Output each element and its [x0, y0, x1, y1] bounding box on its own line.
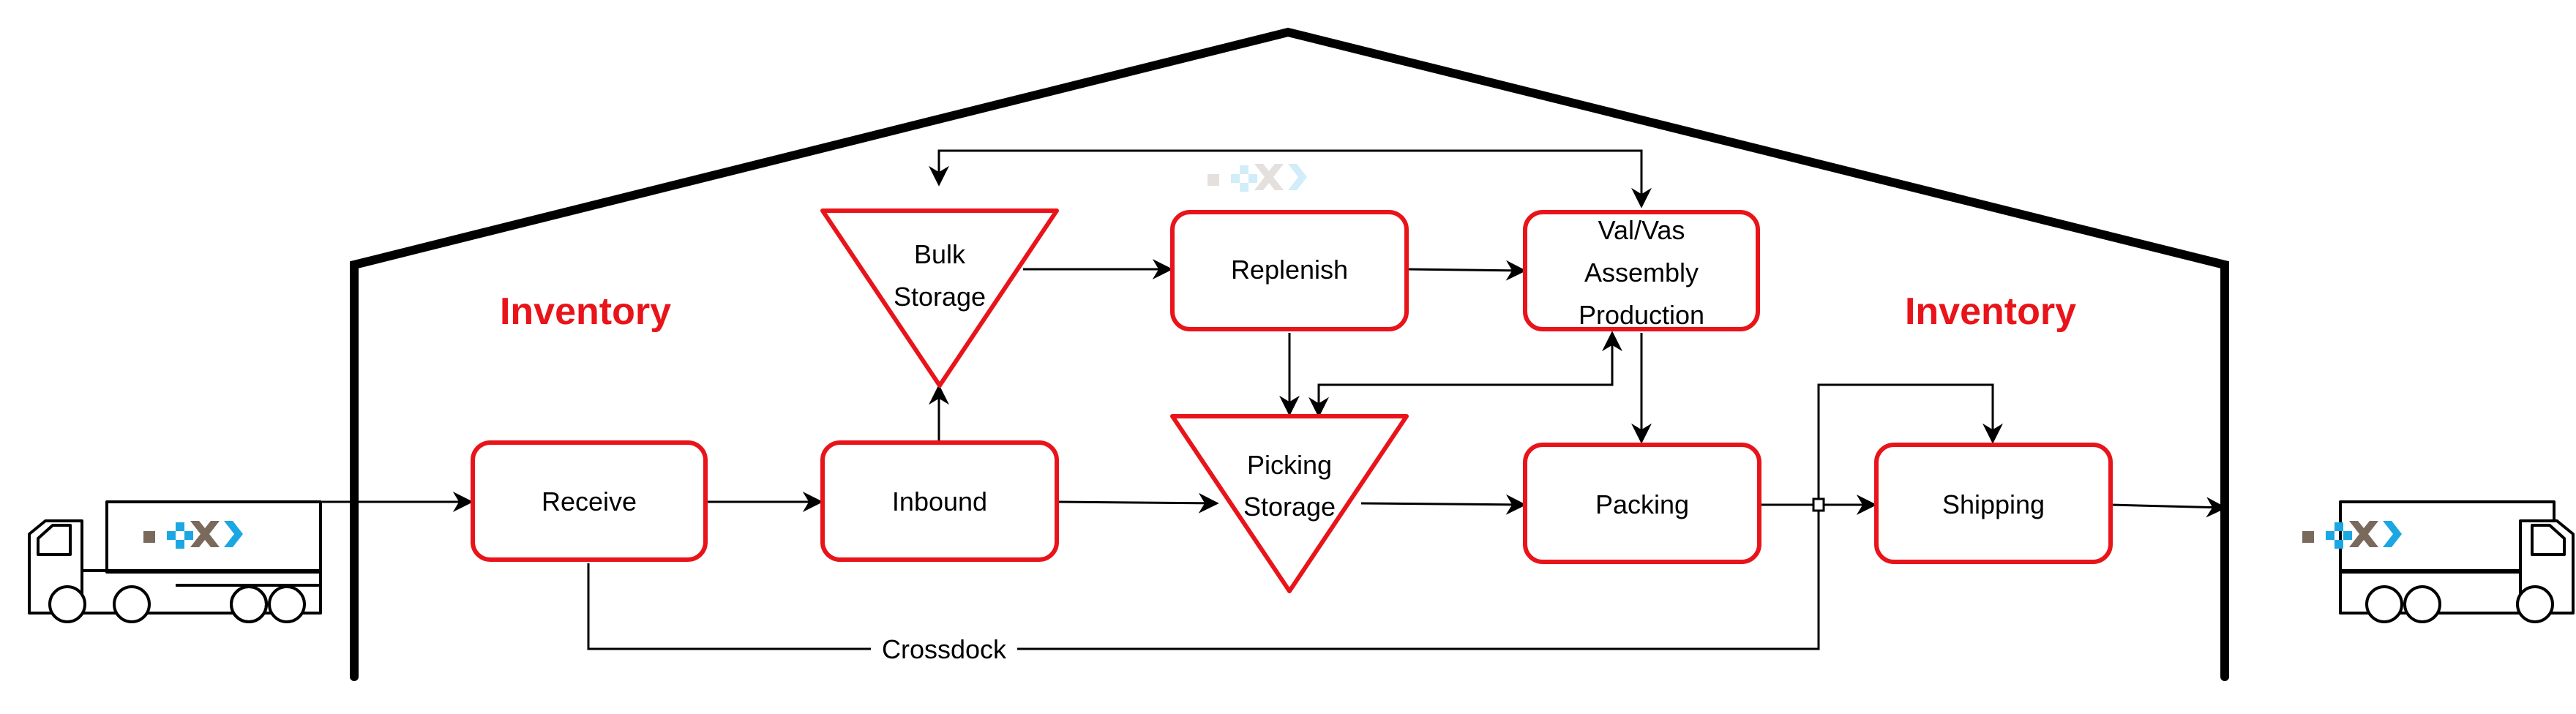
arrow-replenish-valvas	[1406, 260, 1527, 281]
arrow-inbound-picking	[1056, 492, 1219, 514]
node-bulk-storage: Bulk Storage	[820, 208, 1059, 388]
arrow-picking-valvas	[1317, 331, 1622, 414]
node-packing-label: Packing	[1595, 489, 1689, 519]
truck-icon	[2339, 500, 2575, 623]
arrow-crossdock	[587, 383, 1993, 650]
logo-icon	[1208, 164, 1307, 192]
arrow-shipping-truck	[2110, 497, 2227, 518]
node-replenish: Replenish	[1170, 210, 1409, 331]
node-shipping: Shipping	[1874, 443, 2113, 564]
node-inbound-label: Inbound	[892, 486, 987, 516]
node-valvas: Val/Vas Assembly Production	[1523, 210, 1760, 331]
arrow-picking-packing	[1360, 494, 1527, 515]
truck-icon	[28, 500, 322, 623]
node-bulk-storage-line1: Bulk	[914, 239, 966, 269]
arrow-bulk-valvas-top	[937, 149, 1652, 208]
node-picking-storage-line1: Picking	[1247, 450, 1332, 480]
node-shipping-label: Shipping	[1942, 489, 2045, 519]
node-replenish-label: Replenish	[1231, 255, 1348, 285]
warehouse-outline	[350, 27, 2229, 681]
node-packing: Packing	[1523, 443, 1761, 564]
inventory-label-left: Inventory	[500, 290, 671, 333]
node-valvas-line3: Production	[1579, 300, 1704, 330]
node-valvas-line2: Assembly	[1584, 258, 1699, 288]
node-receive: Receive	[471, 440, 708, 562]
node-picking-storage: Picking Storage	[1170, 414, 1409, 593]
node-valvas-line1: Val/Vas	[1598, 215, 1685, 245]
crossdock-label: Crossdock	[882, 634, 1007, 664]
inventory-label-right: Inventory	[1905, 290, 2076, 333]
flow-connectors	[322, 149, 2227, 650]
node-receive-label: Receive	[542, 486, 637, 516]
node-inbound: Inbound	[820, 440, 1059, 562]
node-bulk-storage-line2: Storage	[894, 282, 986, 312]
node-picking-storage-line2: Storage	[1243, 492, 1336, 522]
line-jump	[1812, 497, 1825, 512]
